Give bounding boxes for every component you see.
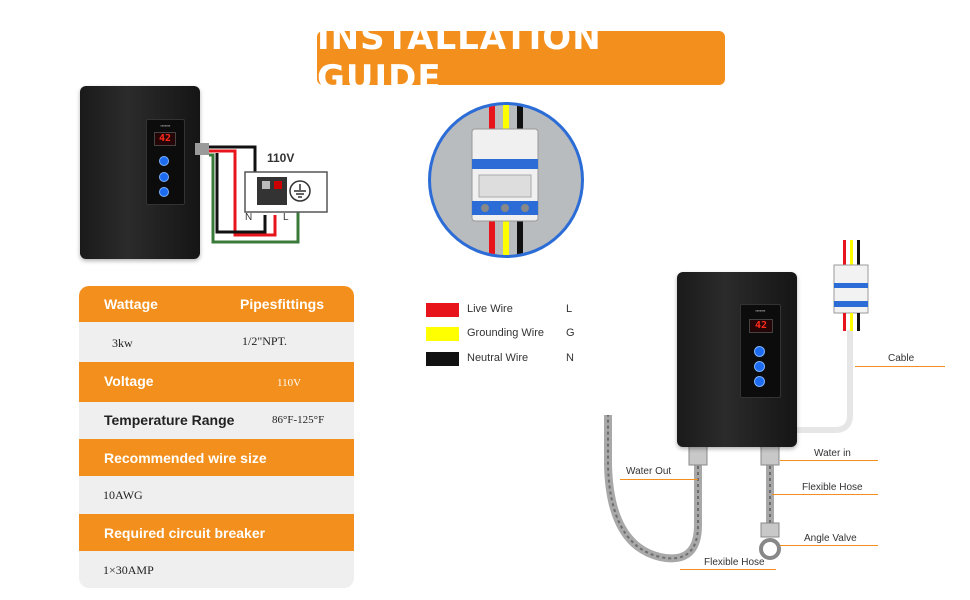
angle-valve-line bbox=[780, 545, 878, 546]
pipes-header: Pipesfittings bbox=[240, 296, 325, 312]
wire-size-value-row: 10AWG bbox=[79, 476, 354, 514]
breaker-header-row: Required circuit breaker bbox=[79, 514, 354, 551]
page-title: INSTALLATION GUIDE bbox=[317, 18, 602, 98]
brand-text: ▪▪▪▪▪▪▪ bbox=[160, 123, 171, 128]
wattage-value-row: 3kw 1/2"NPT. bbox=[79, 322, 354, 362]
heater-unit-main: ▪▪▪▪▪▪▪ 42 bbox=[677, 272, 797, 447]
wattage-value: 3kw bbox=[112, 336, 133, 350]
power-cable bbox=[795, 330, 853, 433]
cable-line bbox=[855, 366, 945, 367]
angle-valve-label: Angle Valve bbox=[804, 533, 857, 544]
wire-size-value: 10AWG bbox=[103, 488, 143, 502]
legend-code: N bbox=[566, 352, 574, 364]
outlet-fitting bbox=[688, 444, 708, 466]
water-in-label: Water in bbox=[814, 448, 851, 459]
installation-diagram bbox=[604, 240, 869, 563]
up-button bbox=[159, 156, 169, 166]
inlet-fitting bbox=[760, 444, 780, 466]
voltage-header: Voltage bbox=[104, 373, 154, 389]
live-wire bbox=[209, 149, 277, 237]
neutral-wire bbox=[209, 145, 257, 180]
neutral-wire-2 bbox=[215, 153, 267, 234]
voltage-row: Voltage 110V bbox=[79, 362, 354, 402]
legend-code: L bbox=[566, 303, 573, 315]
wire-size-header-row: Recommended wire size bbox=[79, 439, 354, 476]
brand-text: ▪▪▪▪▪▪▪ bbox=[755, 308, 766, 313]
temperature-display: 42 bbox=[154, 132, 176, 146]
legend-label: Live Wire bbox=[467, 303, 513, 315]
temperature-display: 42 bbox=[749, 319, 773, 333]
flexible-hose-right-line bbox=[772, 494, 878, 495]
wattage-header: Wattage bbox=[104, 296, 158, 312]
legend-label: Neutral Wire bbox=[467, 352, 529, 364]
angle-valve bbox=[760, 522, 780, 538]
temperature-value: 86°F-125°F bbox=[272, 414, 325, 426]
cable-label: Cable bbox=[888, 353, 915, 364]
ground-icon bbox=[289, 180, 311, 202]
water-in-line bbox=[780, 460, 878, 461]
breaker-value: 1×30AMP bbox=[103, 563, 154, 577]
outlet-terminal bbox=[257, 177, 287, 205]
neutral-terminal-label: N bbox=[245, 212, 253, 223]
up-button bbox=[754, 346, 765, 357]
wiring-diagram bbox=[195, 143, 328, 244]
heater-unit-top: ▪▪▪▪▪▪▪ 42 bbox=[80, 86, 200, 259]
water-out-hose bbox=[604, 415, 702, 563]
breaker-value-row: 1×30AMP bbox=[79, 551, 354, 588]
wire-size-header: Recommended wire size bbox=[104, 450, 267, 466]
spec-table: Wattage Pipesfittings 3kw 1/2"NPT. Volta… bbox=[79, 286, 354, 588]
title-banner: INSTALLATION GUIDE bbox=[317, 18, 725, 98]
water-out-label: Water Out bbox=[626, 466, 672, 477]
cable-gland bbox=[195, 143, 209, 155]
temperature-header: Temperature Range bbox=[104, 412, 235, 428]
live-swatch bbox=[426, 303, 459, 317]
voltage-label: 110V bbox=[267, 151, 295, 165]
breaker-header: Required circuit breaker bbox=[104, 525, 266, 541]
flexible-hose-right-label: Flexible Hose bbox=[802, 482, 863, 493]
flexible-hose-bottom-line bbox=[680, 569, 776, 570]
water-out-line bbox=[620, 479, 698, 480]
ground-wire bbox=[209, 153, 300, 244]
flexible-hose-bottom-label: Flexible Hose bbox=[704, 557, 765, 568]
power-button bbox=[159, 172, 169, 182]
down-button bbox=[159, 187, 169, 197]
voltage-value: 110V bbox=[277, 377, 302, 389]
legend-label: Grounding Wire bbox=[467, 327, 545, 339]
live-terminal-label: L bbox=[283, 212, 289, 223]
ground-swatch bbox=[426, 327, 459, 341]
legend-code: G bbox=[566, 327, 575, 339]
temperature-row: Temperature Range 86°F-125°F bbox=[79, 402, 354, 439]
wattage-header-row: Wattage Pipesfittings bbox=[79, 286, 354, 322]
breaker-photo bbox=[428, 102, 584, 258]
pipes-value: 1/2"NPT. bbox=[242, 334, 288, 348]
down-button bbox=[754, 376, 765, 387]
neutral-swatch bbox=[426, 352, 459, 366]
power-button bbox=[754, 361, 765, 372]
